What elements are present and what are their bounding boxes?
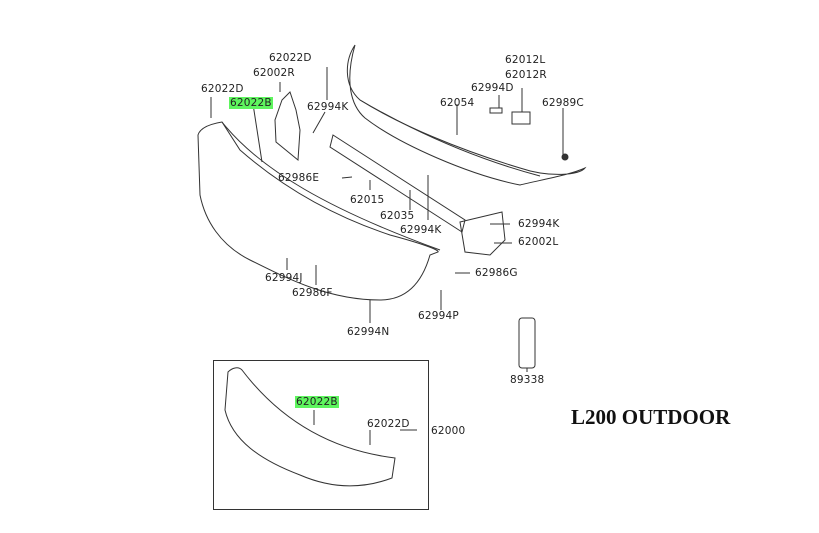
part-label-62035[interactable]: 62035 (380, 210, 415, 222)
part-label-89338[interactable]: 89338 (510, 374, 545, 386)
part-label-62986E[interactable]: 62986E (278, 172, 320, 184)
part-label-62015[interactable]: 62015 (350, 194, 385, 206)
part-label-62994D[interactable]: 62994D (471, 82, 514, 94)
inset-label-62022D[interactable]: 62022D (367, 418, 410, 430)
part-label-62994N[interactable]: 62994N (347, 326, 390, 338)
inset-label-62000[interactable]: 62000 (431, 425, 466, 437)
bumper-edge-line (221, 121, 441, 251)
inset-bumper-part (224, 367, 396, 487)
part-label-62012L[interactable]: 62012L (505, 54, 546, 66)
part-label-62994J[interactable]: 62994J (265, 272, 303, 284)
part-label-62022D[interactable]: 62022D (269, 52, 312, 64)
part-label-62994K[interactable]: 62994K (518, 218, 560, 230)
part-label-62054[interactable]: 62054 (440, 97, 475, 109)
complete-bumper-inset (213, 360, 429, 510)
inset-leader-lines (313, 410, 417, 445)
part-label-62994P[interactable]: 62994P (418, 310, 459, 322)
bracket-right-part (274, 91, 301, 162)
part-label-62986F[interactable]: 62986F (292, 287, 333, 299)
bracket-left-part (459, 211, 506, 256)
clip-62989C-part (561, 153, 569, 161)
part-label-62002R[interactable]: 62002R (253, 67, 295, 79)
part-label-62994K[interactable]: 62994K (307, 101, 349, 113)
inset-label-62022B-highlighted[interactable]: 62022B (295, 396, 339, 408)
model-title: L200 OUTDOOR (571, 405, 731, 429)
bolt-part (489, 107, 503, 114)
part-label-62022D[interactable]: 62022D (201, 83, 244, 95)
bracket-62012-part (511, 111, 531, 125)
part-label-62022B-highlighted[interactable]: 62022B (229, 97, 273, 109)
part-label-62989C[interactable]: 62989C (542, 97, 584, 109)
adhesive-bottle-part (518, 317, 536, 369)
part-label-62986G[interactable]: 62986G (475, 267, 518, 279)
rear-bumper-part (197, 121, 439, 301)
part-label-62002L[interactable]: 62002L (518, 236, 559, 248)
reinforcement-part (346, 44, 587, 186)
part-label-62994K[interactable]: 62994K (400, 224, 442, 236)
reinforcement-edge-line (359, 99, 541, 177)
part-label-62012R[interactable]: 62012R (505, 69, 547, 81)
leader-lines (210, 67, 564, 372)
